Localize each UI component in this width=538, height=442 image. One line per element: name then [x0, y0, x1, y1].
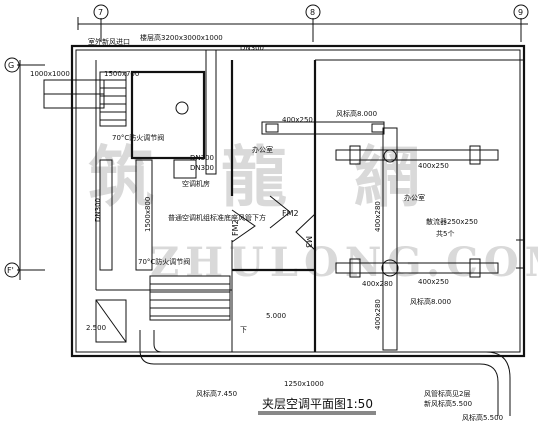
- drawing-scale: 1:50: [346, 397, 373, 411]
- grid-axes: 7 8 9 G F': [4, 4, 529, 280]
- duct-size-b: 400x250: [418, 162, 449, 170]
- ductwork: [99, 121, 511, 416]
- elevation-8000-a: 风标高8.000: [336, 109, 377, 118]
- duct-size-400-280: 400x280: [374, 201, 382, 232]
- title-block: 夹层空调平面图 1:50: [258, 397, 376, 415]
- bottom-dimension: 1250x1000: [284, 380, 324, 388]
- level-2500: 2.500: [86, 324, 106, 332]
- fire-damper-note-b: 70°C防火调节阀: [138, 257, 190, 266]
- dn-vertical: DN300: [94, 198, 102, 222]
- fan-room-label: 空调机房: [182, 179, 210, 188]
- diffuser-label: 散流器250x250: [426, 217, 478, 226]
- duct-size-a: 400x250: [282, 116, 313, 124]
- office-label-a: 办公室: [252, 145, 273, 154]
- diffuser-count: 共5个: [436, 229, 454, 238]
- unit-note: 普通空调机组标准底座风管下方: [168, 213, 266, 222]
- elevation-8000-b: 风标高8.000: [410, 297, 451, 306]
- door-fm2-b: FM2: [231, 219, 240, 236]
- fire-damper-note-a: 70°C防火调节阀: [112, 133, 164, 142]
- note-bottom-right-a: 风管标高见2层: [424, 389, 470, 398]
- top-left-note: 室外新风进口: [88, 37, 130, 46]
- dim-1500-label: 1500x700: [104, 70, 139, 78]
- dim-1000-label: 1000x1000: [30, 70, 70, 78]
- top-dimension-label: 楼层高3200x3000x1000: [140, 33, 223, 42]
- duct-size-400-280-b: 400x280: [362, 280, 393, 288]
- stair: [95, 71, 231, 343]
- grid-label-G: G: [8, 61, 14, 70]
- elevation-5500: 风标高5.500: [462, 413, 503, 422]
- dim-1500-800: 1500x800: [144, 197, 152, 232]
- grid-label-F: F': [7, 266, 14, 275]
- stair-down-label: 下: [240, 326, 247, 334]
- grid-label-9: 9: [518, 8, 523, 17]
- duct-size-400-280-c: 400x280: [374, 299, 382, 330]
- dn-mid-b: DN300: [190, 164, 214, 172]
- note-bottom-right-b: 新风标高5.500: [424, 399, 472, 408]
- door-m3: M3: [304, 236, 313, 248]
- watermark-chinese: 筑 龍 網: [88, 138, 442, 216]
- duct-size-c: 400x250: [418, 278, 449, 286]
- elevation-7450: 风标高7.450: [196, 389, 237, 398]
- outer-wall: [70, 44, 526, 358]
- dn-mid-a: DN300: [190, 154, 214, 162]
- annotations: 楼层高3200x3000x1000 室外新风进口 DN300 1000x1000…: [30, 33, 503, 422]
- door-fm2-a: FM2: [282, 209, 299, 218]
- office-label-b: 办公室: [404, 193, 425, 202]
- ahu-unit: [43, 49, 232, 179]
- grid-label-8: 8: [310, 8, 315, 17]
- level-5000: 5.000: [266, 312, 286, 320]
- grid-label-7: 7: [98, 8, 103, 17]
- dn300-top: DN300: [240, 44, 264, 52]
- drawing-title: 夹层空调平面图: [262, 397, 346, 411]
